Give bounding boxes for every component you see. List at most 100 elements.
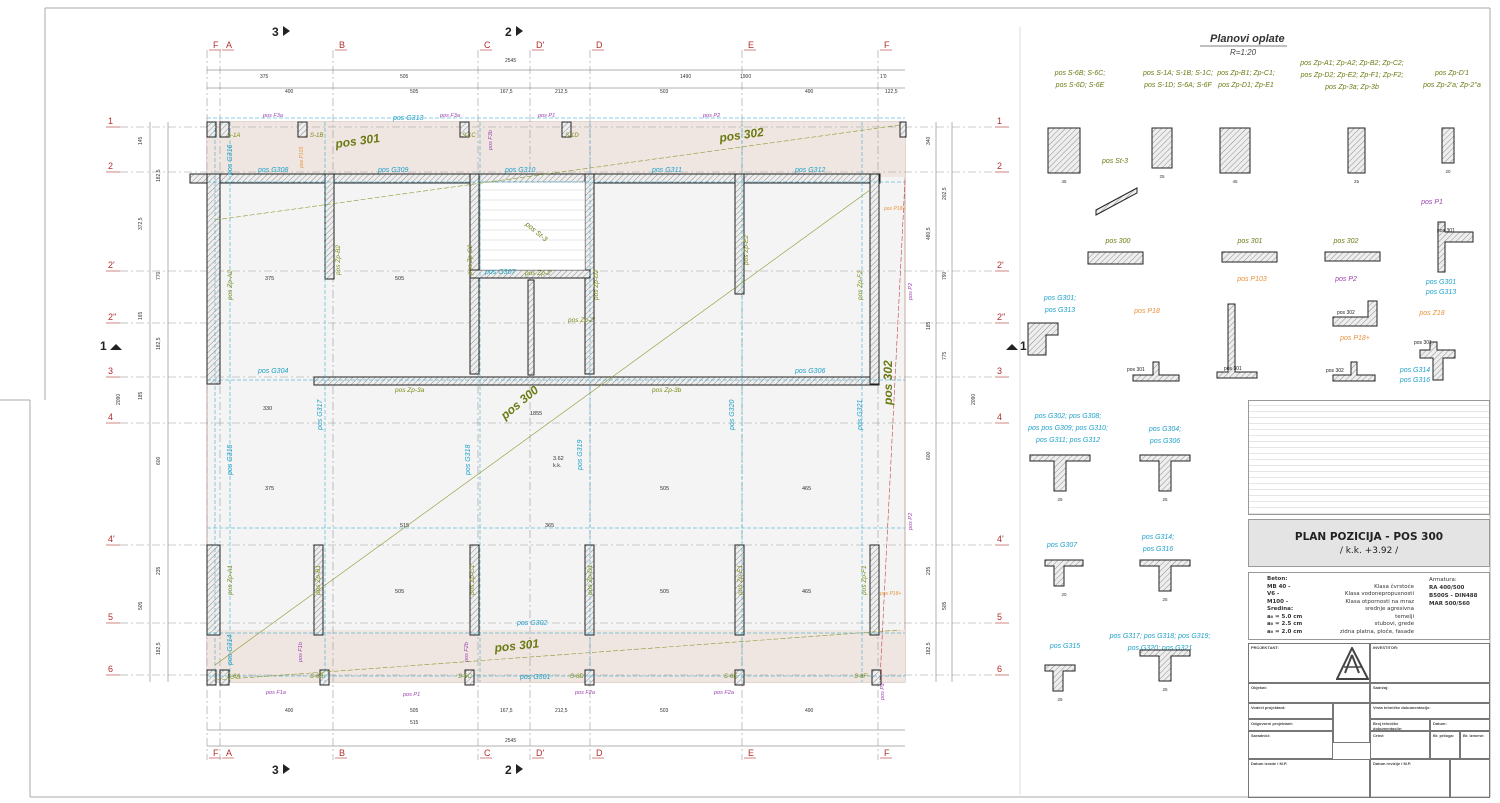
plan-label-dim: 505: [395, 276, 404, 282]
section-subtitle: pos G313: [1425, 289, 1456, 296]
plan-label-dim: 375: [265, 276, 274, 282]
dimension-text: 505: [400, 74, 409, 80]
grid-label-y: 2'': [108, 312, 117, 322]
doc-type-label: Vrsta tehničke dokumentacije:: [1373, 705, 1431, 710]
dimension-text: 235: [926, 566, 932, 575]
plan-label-beam: pos G306: [794, 368, 825, 375]
dimension-text: 25: [1354, 179, 1360, 184]
span-line: [879, 179, 906, 681]
date-mp-label: Datum izrade i M.P.: [1251, 761, 1288, 766]
grid-label-y: 4': [997, 534, 1004, 544]
plan-label-wall: S-6C: [458, 674, 472, 680]
slab-section: [1221, 251, 1278, 263]
dimension-text: 505: [138, 601, 144, 610]
column-group-label: pos S-6B; S-6C;: [1054, 70, 1106, 77]
plan-label-wall: S-6F: [854, 674, 867, 680]
stair-section: [1095, 187, 1138, 216]
revision-label: Br. izmene:: [1463, 733, 1485, 738]
z18-section: [1419, 341, 1456, 381]
section-marker: 3: [272, 25, 279, 39]
grid-label-x: A: [226, 748, 232, 758]
grid-label-x: F: [213, 748, 219, 758]
grid-label-x: D: [596, 748, 603, 758]
plan-label-edge: pos P2: [880, 683, 886, 701]
grid-label-x: A: [226, 40, 232, 50]
sheet-title: PLAN POZICIJA - POS 300: [1294, 531, 1444, 543]
plan-label-wall: pos Zp-A1: [227, 565, 234, 596]
title-panel: PLAN POZICIJA - POS 300 / k.k. +3.92 /: [1248, 519, 1490, 567]
grid-label-x: E: [748, 40, 754, 50]
section-title: pos P2: [1334, 276, 1357, 283]
slab-tag: pos 302: [1337, 310, 1355, 316]
wall: [584, 669, 595, 686]
beam-section-shape: [1139, 649, 1191, 682]
concrete-value: zidna platna, ploče, fasade: [1339, 628, 1414, 635]
grid-label-x: C: [484, 748, 491, 758]
plan-label-dim: 515: [400, 523, 409, 529]
section-title: pos P1: [1420, 199, 1443, 206]
dimension-text: 503: [660, 89, 669, 95]
wall: [206, 544, 221, 636]
date-revision-label: Datum revizije i M.P.: [1373, 761, 1412, 766]
plan-label-wall: S-6A: [227, 674, 240, 680]
dimension-text: 25: [1162, 597, 1168, 602]
plan-label-edge: pos F2a: [713, 690, 734, 696]
plan-label-beam: pos G321: [857, 400, 864, 431]
plan-label-edge: pos F3a: [439, 113, 460, 119]
legend-notes: [1248, 400, 1490, 515]
beam-section-label: pos G320; pos G321: [1127, 645, 1193, 652]
grid-label-y: 4': [108, 534, 115, 544]
section-arrow-icon: [283, 764, 290, 774]
section-title: pos 301: [1237, 238, 1263, 245]
plan-label-slab: pos 301: [333, 131, 381, 151]
plan-label-wall: pos Zp-3b: [651, 387, 682, 394]
dimension-text: 45: [1061, 179, 1067, 184]
column-group-label: pos Zp-A1; Zp-A2; Zp-B2; Zp-C2;: [1299, 60, 1404, 67]
dimension-text: 20: [1061, 592, 1067, 597]
wall: [459, 121, 470, 138]
grid-label-y: 2: [108, 161, 113, 171]
beam-section-label: pos G307: [1046, 542, 1078, 549]
column-section: [1347, 127, 1366, 174]
dimension-text: 770: [156, 271, 162, 280]
section-marker: 1: [1020, 339, 1027, 353]
dimension-text: 167,5: [500, 89, 513, 95]
wall: [871, 669, 882, 686]
section-title: pos 300: [1105, 238, 1131, 245]
plan-label-beam: pos G308: [257, 167, 288, 174]
section-marker: 1: [100, 339, 107, 353]
plan-label-edge: pos F2a: [574, 690, 595, 696]
wall: [734, 669, 745, 686]
plan-label-beam: pos G312: [794, 167, 825, 174]
plan-label-wall: pos Zp-E2: [743, 235, 750, 266]
doc-number-label: Broj tehničke dokumentacije:: [1373, 721, 1403, 731]
concrete-key: a₀ = 5.0 cm: [1267, 613, 1303, 620]
plan-label-dim: 465: [802, 486, 811, 492]
plan-label-orange: pos P18+: [883, 206, 905, 212]
p103-section: [1216, 303, 1258, 379]
beam-section-label: pos G311; pos G312: [1035, 437, 1100, 444]
plan-label-beam: pos G316: [227, 145, 234, 176]
section-subtitle: pos G301: [1425, 279, 1456, 286]
dimension-text: 25: [1057, 697, 1063, 702]
grid-label-x: F: [213, 40, 219, 50]
dimension-text: 490: [805, 708, 814, 714]
wall: [206, 121, 217, 138]
beam-section-label: pos G315: [1049, 643, 1080, 650]
concrete-heading: Beton:: [1267, 576, 1288, 582]
rebar-heading: Armatura:: [1429, 577, 1457, 583]
dimension-text: 2090: [116, 394, 122, 405]
plan-label-slab: pos 302: [881, 360, 895, 406]
span-line: [214, 189, 871, 666]
plan-label-wall: S-6E: [724, 674, 738, 680]
concrete-key: MB 40 -: [1267, 583, 1291, 590]
beam-section-shape: [1139, 559, 1191, 592]
responsible-designer-label: Odgovorni projektant:: [1251, 721, 1293, 726]
section-title: pos P103: [1236, 276, 1267, 283]
plan-label-wall: pos Zp-D2: [593, 269, 600, 301]
beam-section-label: pos G304;: [1148, 426, 1181, 433]
grid-label-x: D: [596, 40, 603, 50]
dimension-text: 340: [926, 136, 932, 145]
